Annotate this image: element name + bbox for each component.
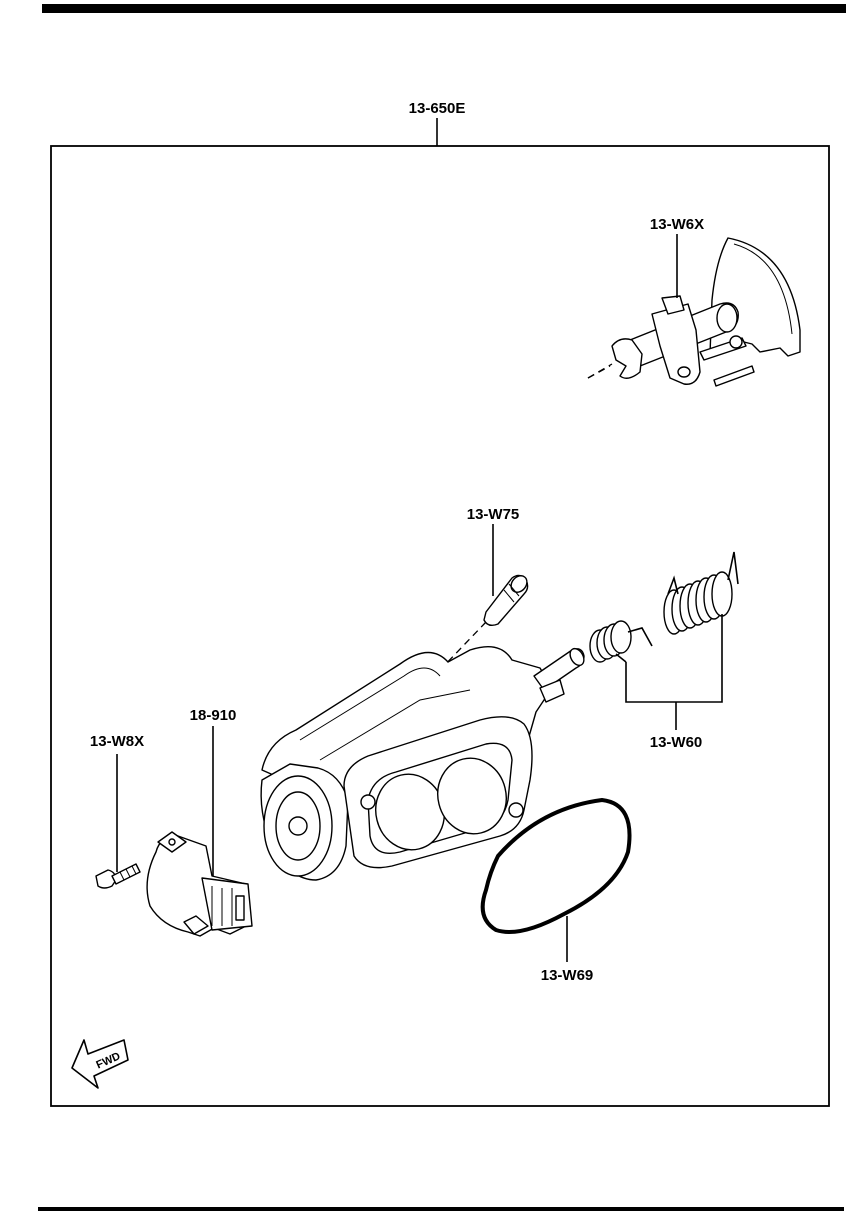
top-rule [42,4,846,13]
return-springs-bracket [625,614,723,703]
bottom-rule [38,1207,844,1211]
lever-guide-line-2 [587,363,613,379]
sensor-plug-label[interactable]: 13-W75 [467,506,520,523]
sensor-screw-label[interactable]: 13-W8X [90,733,144,750]
throttle-lever-part[interactable] [611,237,801,387]
sensor-plug-part[interactable] [483,573,530,627]
assembly-frame [50,145,830,1107]
return-springs-label[interactable]: 13-W60 [650,734,703,751]
gasket-part[interactable] [480,798,632,934]
return-springs-part[interactable] [589,551,739,663]
throttle-lever-label[interactable]: 13-W6X [650,216,704,233]
gasket-label[interactable]: 13-W69 [541,967,594,984]
tps-sensor-label[interactable]: 18-910 [190,707,237,724]
assembly-label[interactable]: 13-650E [409,100,466,117]
fwd-arrow-icon: FWD [71,1039,129,1089]
tps-sensor-part[interactable] [146,831,253,937]
throttle-body [260,646,585,881]
sensor-screw-part[interactable] [95,863,141,889]
